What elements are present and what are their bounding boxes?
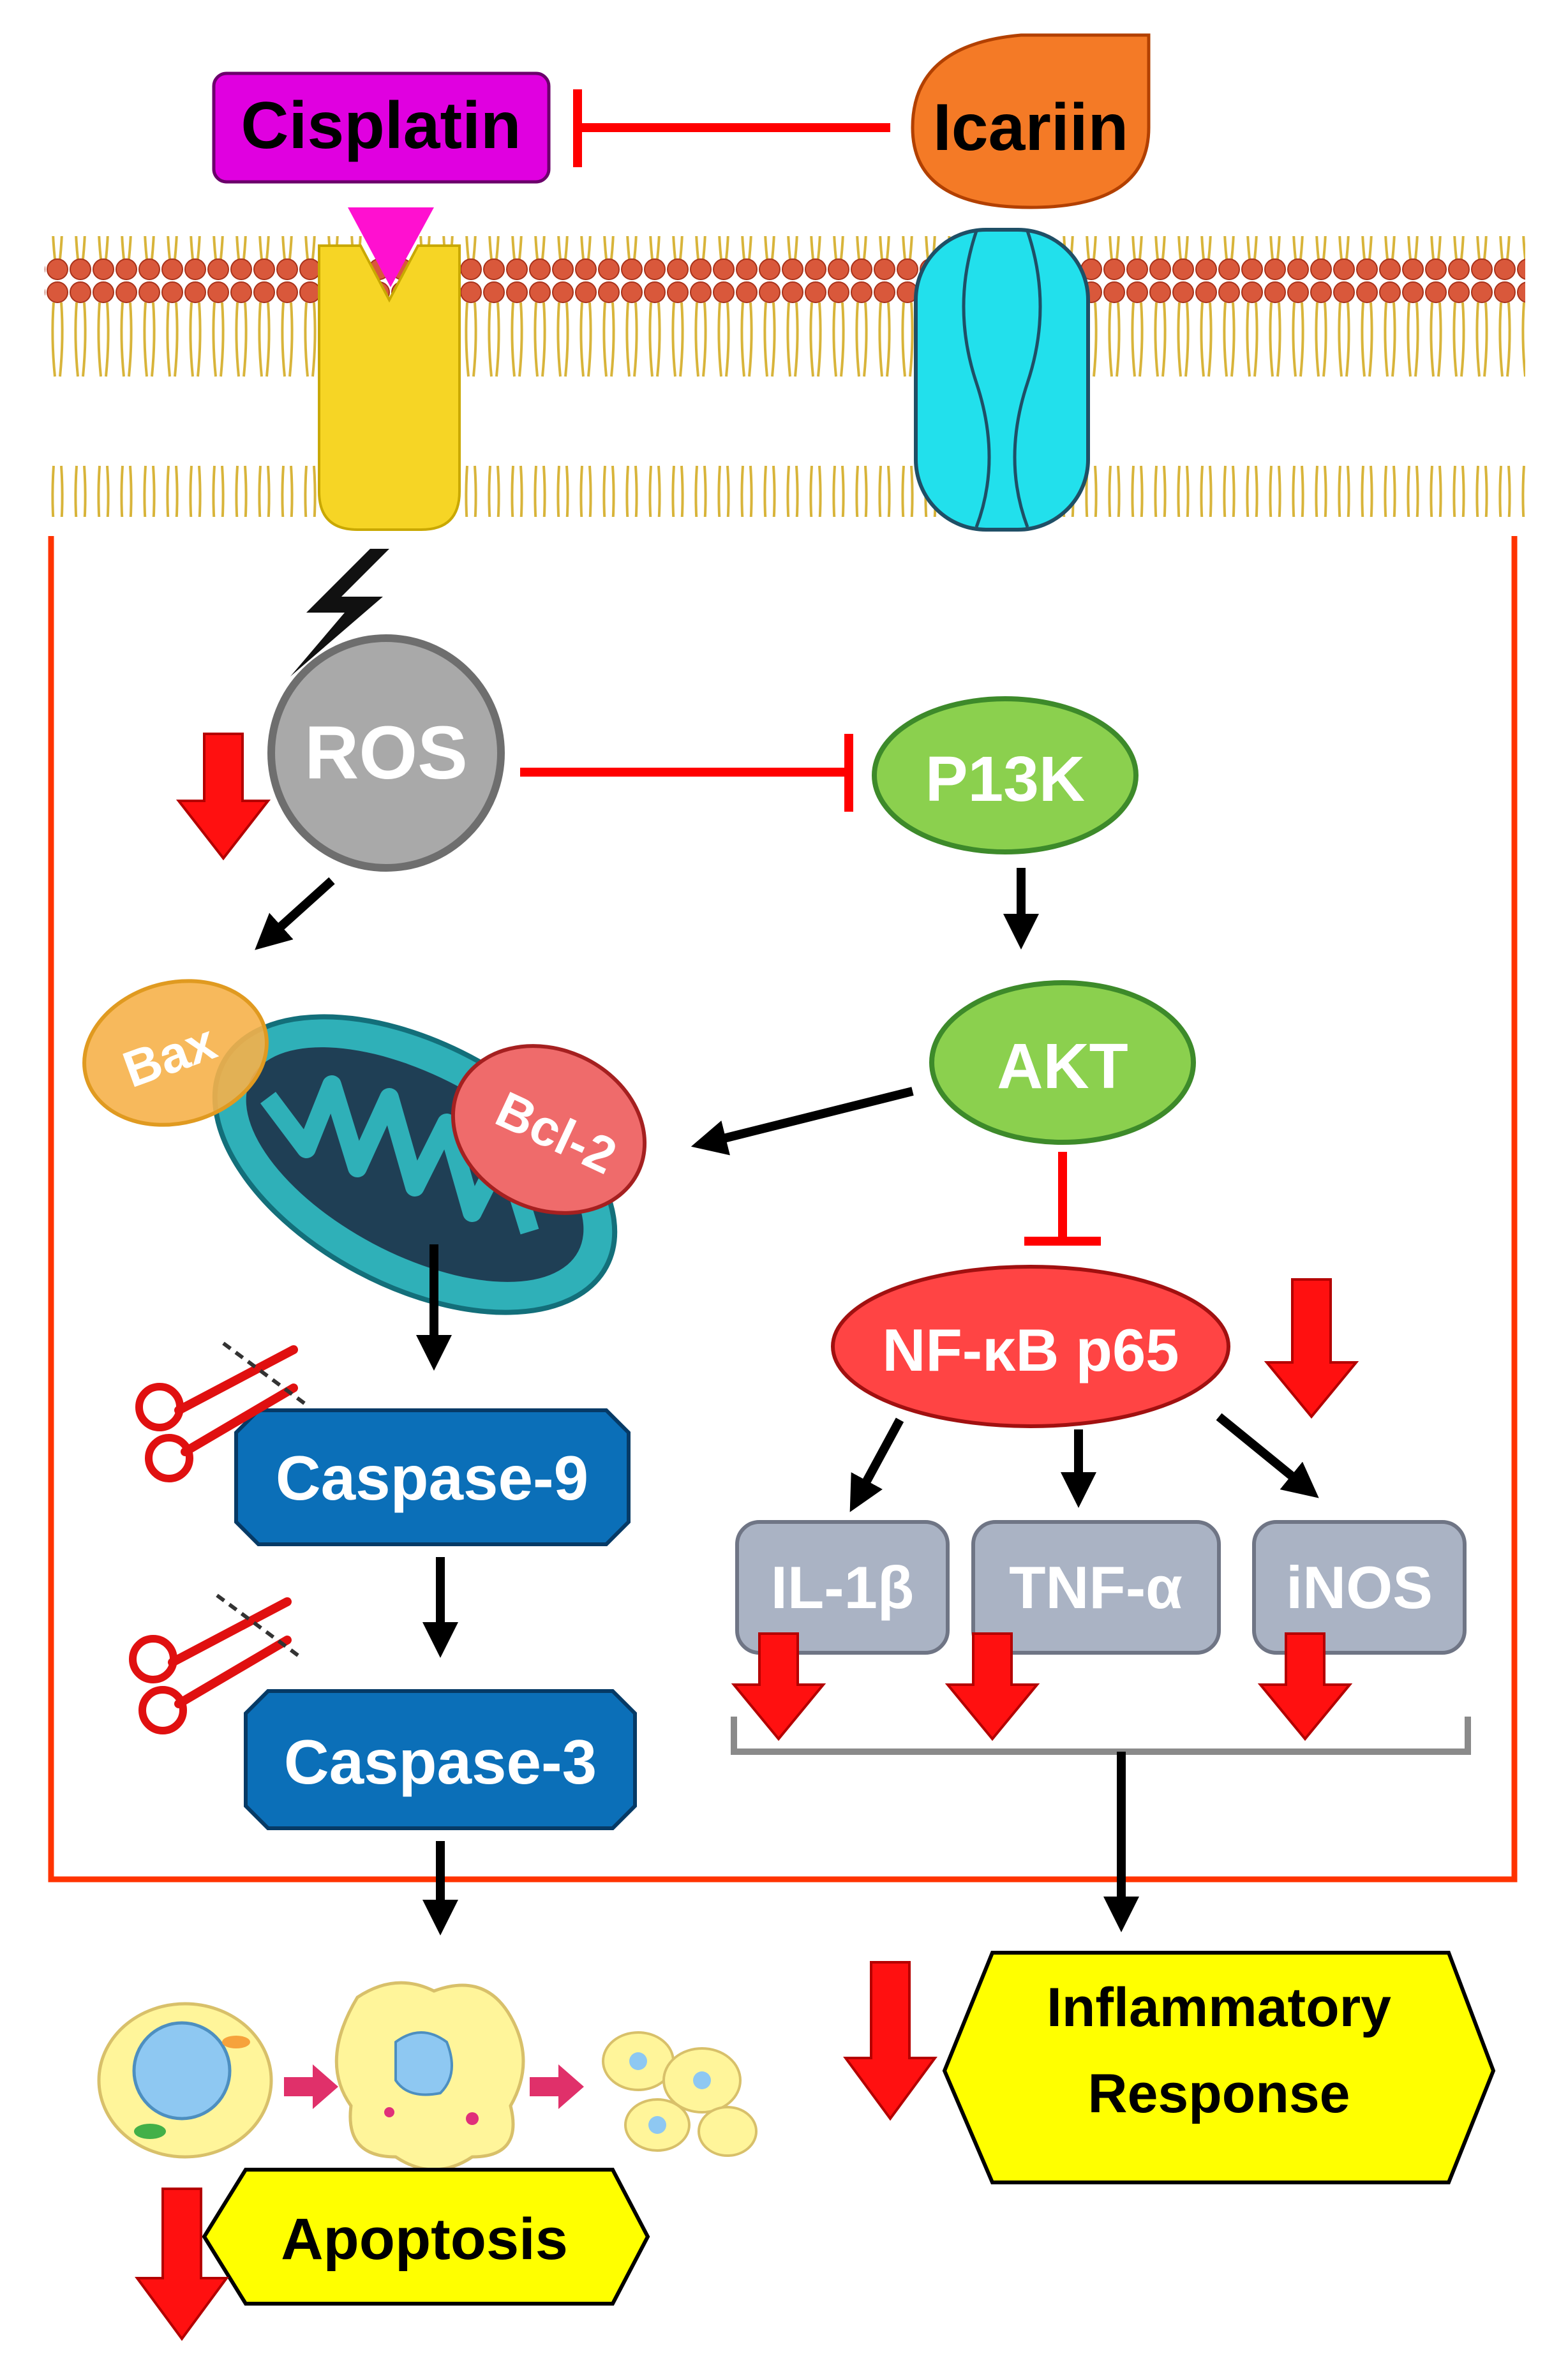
caspase3-label: Caspase-3 (284, 1727, 597, 1797)
inos-node: iNOS (1252, 1520, 1467, 1655)
arrow-akt-bcl2 (691, 1087, 914, 1156)
inos-label: iNOS (1286, 1554, 1433, 1621)
nfkb-label: NF-κB p65 (883, 1316, 1179, 1383)
inflammatory-response-label-line2: Response (1087, 2063, 1350, 2124)
down-arrow-icon (175, 733, 271, 861)
apoptotic-bodies-illustration (602, 2031, 758, 2157)
bax-node: Bax (82, 979, 269, 1127)
nfkb-node: NF-κB p65 (831, 1265, 1230, 1428)
ion-channel (914, 228, 1090, 532)
tnfa-node: TNF-α (971, 1520, 1221, 1655)
cisplatin-node: Cisplatin (212, 71, 551, 184)
tnfa-label: TNF-α (1009, 1554, 1183, 1621)
pi3k-label: P13K (925, 743, 1085, 815)
arrow-ros-bax (255, 877, 335, 950)
caspase9-node: Caspase-9 (234, 1408, 631, 1546)
down-arrow-icon (1264, 1278, 1359, 1419)
down-arrow-icon (843, 1961, 937, 2121)
inflammatory-response-label-line1: Inflammatory (1047, 1977, 1391, 2038)
inhibition-ros-pi3k (520, 734, 853, 812)
cisplatin-receptor (318, 207, 461, 531)
cytokine-bracket (731, 1717, 1471, 1755)
arrows-nfkb-cytokines (849, 1413, 1319, 1512)
ros-node: ROS (267, 634, 505, 872)
inhibition-icariin-cisplatin (573, 89, 890, 167)
scissors-icon (129, 1593, 304, 1734)
stage-arrow-icon (284, 2064, 338, 2109)
bcl2-node: Bcl-2 (451, 1044, 647, 1215)
icariin-node: Icariin (911, 33, 1151, 209)
apoptosis-label: Apoptosis (281, 2207, 568, 2272)
il1b-label: IL-1β (771, 1554, 915, 1621)
stage-arrow-icon (530, 2064, 584, 2109)
ros-label: ROS (304, 711, 468, 795)
inhibition-akt-nfkb (1024, 1152, 1101, 1246)
icariin-label: Icariin (933, 91, 1128, 165)
cisplatin-label: Cisplatin (241, 89, 521, 163)
caspase3-node: Caspase-3 (244, 1689, 637, 1830)
pi3k-node: P13K (872, 696, 1139, 854)
down-arrow-icon (731, 1632, 1353, 1741)
down-arrow-icon (135, 2188, 229, 2341)
scissors-icon (135, 1341, 311, 1482)
il1b-node: IL-1β (735, 1520, 950, 1655)
healthy-cell-illustration (97, 2002, 273, 2159)
inflammatory-response-node: Inflammatory Response (942, 1951, 1496, 2184)
akt-label: AKT (997, 1031, 1128, 1102)
apoptosis-node: Apoptosis (202, 2168, 650, 2306)
apoptotic-cell-illustration (334, 1981, 525, 2172)
lightning-bolt-icon (290, 549, 389, 676)
caspase9-label: Caspase-9 (276, 1443, 588, 1513)
cell-membrane (45, 230, 1525, 536)
akt-node: AKT (929, 980, 1196, 1145)
